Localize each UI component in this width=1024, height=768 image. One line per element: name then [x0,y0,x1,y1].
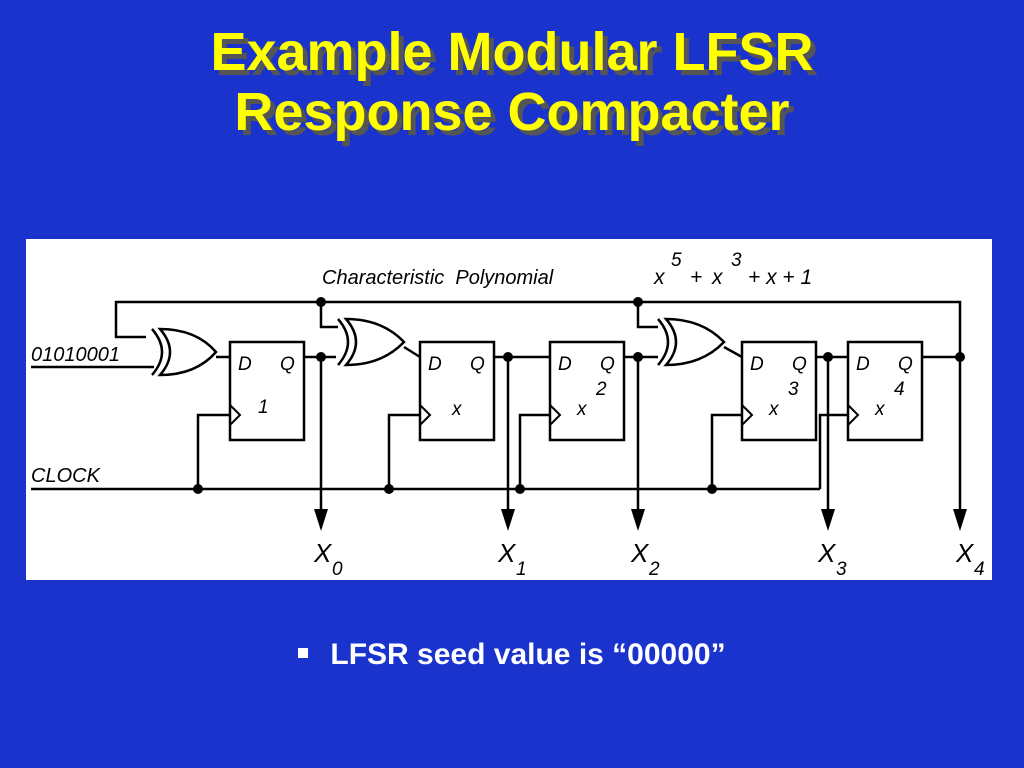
output-sub-x0: 0 [332,559,343,580]
ff5-exp: 4 [894,379,905,400]
output-arrow-x2 [631,509,645,531]
clock-triangle-1 [229,404,242,426]
slide-title-line-1: Example Modular LFSR [210,22,814,82]
flip-flop-5 [846,340,924,442]
junction-dot [503,352,513,362]
xor-gate-1 [151,327,218,377]
output-label-x0: X [313,538,333,568]
ff5-base: x [874,399,886,420]
wire-xor3-ff4 [723,345,743,359]
output-arrow-x3 [821,509,835,531]
ff1-exp: 1 [258,397,269,418]
ff2-q-label: Q [470,354,485,375]
ff3-exp: 2 [595,379,607,400]
polynomial-term-1: x [653,266,666,289]
clock-ff5 [818,413,848,489]
flip-flop-4 [740,340,818,442]
clock-ff1 [196,413,230,489]
polynomial-term-2: x [711,266,724,289]
junction-dot [707,484,717,494]
junction-dot [384,484,394,494]
xor-gate-2 [337,317,406,367]
output-sub-x4: 4 [974,559,985,580]
polynomial-plus-1: + [690,266,702,289]
output-arrow-x1 [501,509,515,531]
polynomial-rest: + x + 1 [748,266,812,289]
circuit-svg: Characteristic Polynomial x 5 + x 3 + x … [31,250,985,580]
polynomial-exp-2: 3 [731,250,742,271]
ff4-base: x [768,399,780,420]
junction-dot [316,352,326,362]
output-sub-x2: 2 [648,559,660,580]
slide-title-line-2: Response Compacter [234,82,790,142]
junction-dot [633,297,643,307]
clock-triangle-2 [419,404,432,426]
clock-ff2 [387,413,420,489]
output-sub-x3: 3 [836,559,847,580]
ff3-q-label: Q [600,354,615,375]
feedback-wire [114,300,962,357]
input-sequence-label: 01010001 [31,344,120,366]
junction-dot [193,484,203,494]
lfsr-circuit-diagram: Characteristic Polynomial x 5 + x 3 + x … [26,239,992,580]
clock-triangle-3 [549,404,562,426]
output-label-x2: X [630,538,650,568]
ff4-exp: 3 [788,379,799,400]
bullet-text: LFSR seed value is “00000” [330,638,726,671]
bullet-item: LFSR seed value is “00000” [0,638,1024,672]
ff5-d-label: D [856,354,870,375]
ff1-q-label: Q [280,354,295,375]
junction-dot [316,297,326,307]
flip-flop-2 [418,340,496,442]
junction-dot [633,352,643,362]
output-arrow-x4 [953,509,967,531]
ff3-base: x [576,399,588,420]
ff3-d-label: D [558,354,572,375]
polynomial-exp-1: 5 [671,250,682,271]
slide-title: Example Modular LFSR Response Compacter [0,22,1024,142]
junction-dot [515,484,525,494]
output-sub-x1: 1 [516,559,527,580]
output-label-x3: X [817,538,837,568]
ff5-q-label: Q [898,354,913,375]
ff1-d-label: D [238,354,252,375]
xor-gate-3 [657,317,726,367]
clock-ff3 [518,413,550,489]
feedback-tap-xor3 [636,302,658,329]
ff2-base: x [451,399,463,420]
junction-dot [823,352,833,362]
output-label-x4: X [955,538,975,568]
clock-ff4 [710,413,742,489]
clock-triangle-5 [847,404,860,426]
ff4-d-label: D [750,354,764,375]
feedback-tap-xor2 [319,302,338,329]
output-arrow-x0 [314,509,328,531]
clock-triangle-4 [741,404,754,426]
clock-label: CLOCK [31,465,102,487]
wire-xor2-ff2 [403,345,421,359]
output-label-x1: X [497,538,517,568]
ff4-q-label: Q [792,354,807,375]
junction-dot [955,352,965,362]
flip-flop-3 [548,340,626,442]
flip-flop-1 [228,340,306,442]
bullet-marker [298,648,309,659]
ff2-d-label: D [428,354,442,375]
polynomial-caption: Characteristic Polynomial [322,267,554,289]
